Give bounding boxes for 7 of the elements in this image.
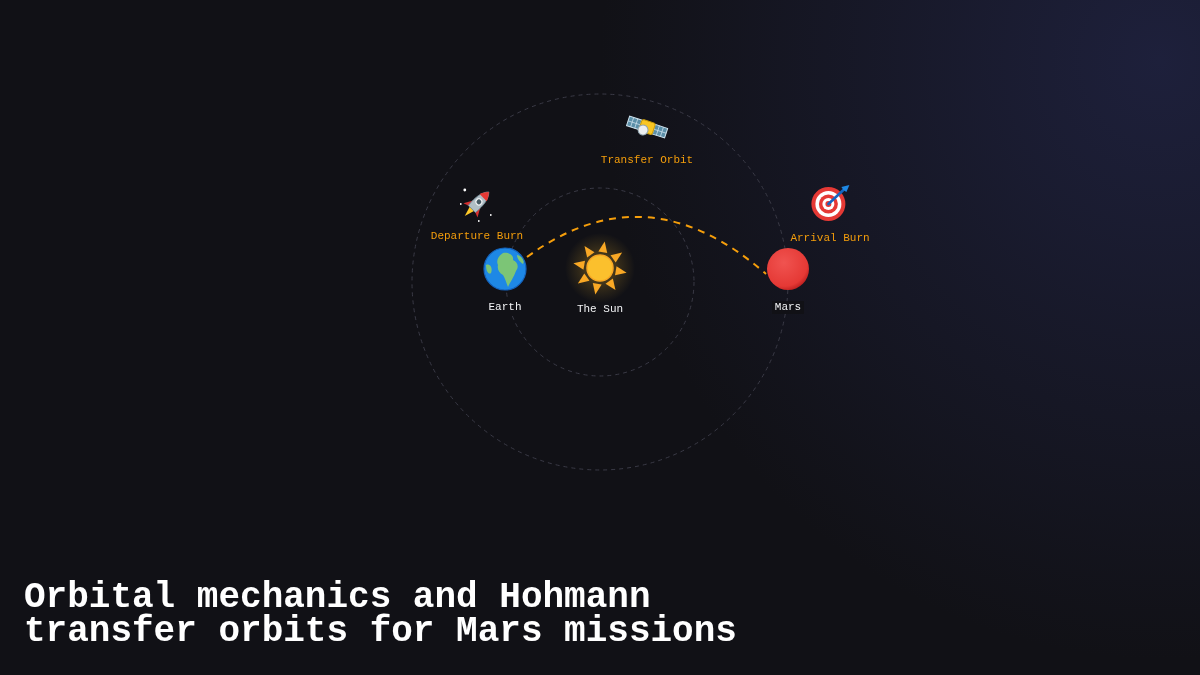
maneuver-label: Arrival Burn bbox=[790, 232, 870, 245]
maneuver-label: Departure Burn bbox=[430, 230, 524, 243]
planet-label: Mars bbox=[771, 301, 805, 314]
transfer-arc bbox=[526, 216, 767, 275]
title: Orbital mechanics and Hohmann transfer orbits for Mars missions bbox=[24, 581, 738, 649]
sun-label: The Sun bbox=[576, 303, 624, 316]
orbit-label: Transfer Orbit bbox=[600, 154, 694, 167]
